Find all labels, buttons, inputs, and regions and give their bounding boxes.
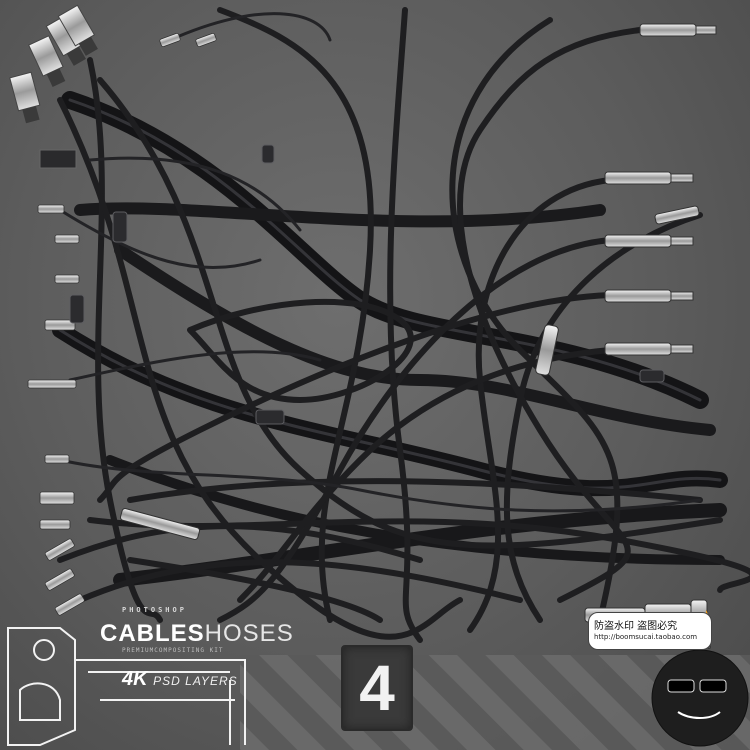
watermark-bubble [588,612,712,650]
brand-subtitle: PREMIUMCOMPOSITING KIT [122,647,224,654]
title-secondary: HOSES [204,620,294,647]
brand-tag-top: PHOTOSHOP [122,606,187,614]
thin-cables [58,12,702,513]
brand-title: CABLESHOSES [100,620,294,648]
badge-sub: PSD LAYERS [153,674,238,688]
right-connectors [119,23,717,631]
number-value: 4 [359,652,395,724]
badge-main: 4K [122,668,148,690]
title-primary: CABLES [100,620,205,647]
resolution-badge: 4K PSD LAYERS [122,668,238,691]
logo-frame-graphic [7,627,246,746]
left-small-connectors [27,32,217,616]
watermark-line2: http://boomsucai.taobao.com [594,633,698,641]
number-card: 4 [341,645,413,731]
cable-clips [69,144,665,425]
medium-cables [57,7,750,643]
left-large-connectors [9,4,98,169]
watermark-line1: 防盗水印 盗图必究 [594,621,678,632]
